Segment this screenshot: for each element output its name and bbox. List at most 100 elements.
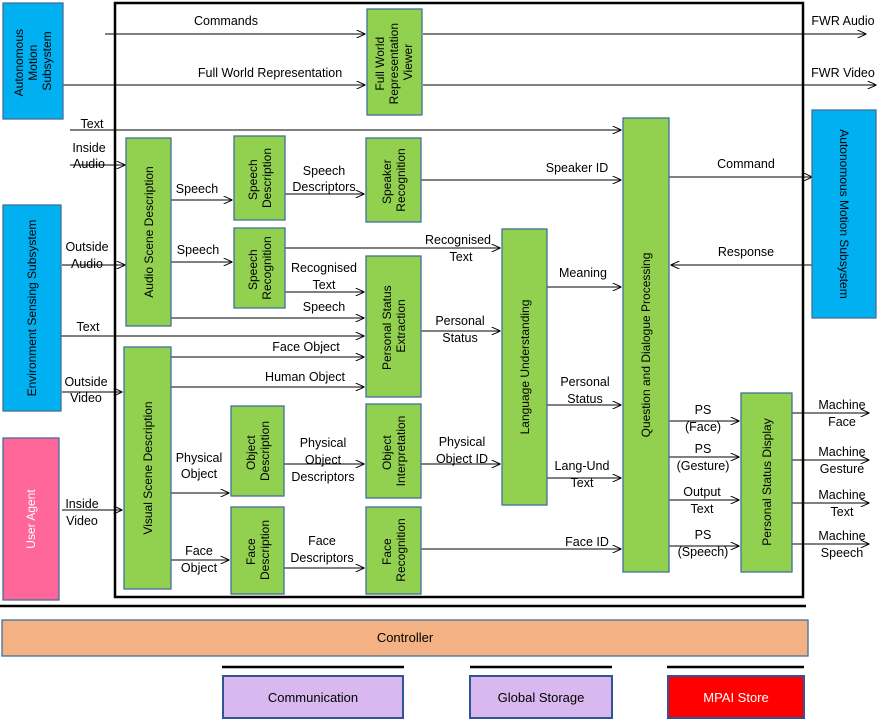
label-commands: Commands (194, 14, 258, 28)
svg-text:Personal Status Extracti: Personal Status Extraction (380, 282, 408, 370)
svg-text:Speaker Recognition: Speaker Recognition (380, 148, 408, 211)
global-storage: Global Storage (469, 675, 613, 719)
connectors (57, 34, 876, 568)
label-text-top: Text (81, 117, 104, 131)
label-speech-3: Speech (303, 300, 345, 314)
label-outside-video-1: Outside (64, 375, 107, 389)
label-full-world-rep: Full World Representation (198, 66, 342, 80)
environment-sensing-subsystem: Environment Sensing Subsystem (2, 204, 62, 412)
pse-line1: Personal Status (380, 285, 394, 370)
label-personal-status-1b: Status (442, 331, 477, 345)
personal-status-display: Personal Status Display (740, 392, 793, 573)
mpai-store: MPAI Store (667, 675, 805, 719)
object-description: Object Description (230, 405, 285, 497)
fwr-viewer-line1: Full World (373, 37, 387, 91)
label-machine-text-1: Machine (818, 488, 865, 502)
label-physical-object-id-1: Physical (439, 435, 486, 449)
svg-text:Speech Recognition: Speech Recognition (246, 236, 274, 299)
svg-text:Autonomous Motion: Autonomous Motion Subsystem (12, 26, 54, 97)
label-personal-status-2a: Personal (560, 375, 609, 389)
controller-label: Controller (377, 630, 434, 645)
fwr-viewer: Full World Representation Viewer (366, 8, 423, 116)
label-speech-1: Speech (176, 182, 218, 196)
autonomous-motion-subsystem-left: Autonomous Motion Subsystem (2, 2, 64, 120)
object-interpretation-line2: Interpretation (394, 416, 408, 487)
label-personal-status-1a: Personal (435, 314, 484, 328)
label-text-mid: Text (77, 320, 100, 334)
label-face-object-1: Face Object (272, 340, 340, 354)
qdp-label: Question and Dialogue Processing (639, 253, 653, 438)
face-recognition-line2: Recognition (394, 518, 408, 581)
label-output-text-2: Text (691, 502, 714, 516)
label-speaker-id: Speaker ID (546, 161, 609, 175)
label-physical-object-id-2: Object ID (436, 452, 488, 466)
fwr-viewer-line2: Representation (387, 23, 401, 104)
label-inside-audio-1: Inside (72, 141, 105, 155)
autonomous-motion-subsystem-right: Autonomous Motion Subsystem (811, 109, 877, 319)
speech-description: Speech Description (233, 135, 286, 221)
label-face-object-2a: Face (185, 544, 213, 558)
system-frame (113, 1, 805, 599)
label-lang-und-text-2: Text (571, 476, 594, 490)
svg-text:Object Description: Object Description (244, 421, 272, 481)
label-machine-gesture-1: Machine (818, 445, 865, 459)
svg-text:Face Recognition: Face Recognition (380, 518, 408, 581)
label-personal-status-2b: Status (567, 392, 602, 406)
psd-label: Personal Status Display (760, 418, 774, 545)
speech-recognition-line2: Recognition (260, 236, 274, 299)
label-machine-face-2: Face (828, 415, 856, 429)
user-agent: User Agent (2, 437, 60, 601)
label-pod-3: Descriptors (291, 470, 354, 484)
label-machine-text-2: Text (831, 505, 854, 519)
label-inside-audio-2: Audio (73, 157, 105, 171)
label-output-text-1: Output (683, 485, 721, 499)
label-recognised-text-2b: Text (313, 278, 336, 292)
label-lang-und-text-1: Lang-Und (555, 459, 610, 473)
label-inside-video-2: Video (66, 514, 98, 528)
label-machine-speech-1: Machine (818, 529, 865, 543)
autonomous-motion-left-line3: Subsystem (40, 31, 54, 90)
label-human-object: Human Object (265, 370, 345, 384)
label-outside-video-2: Video (70, 391, 102, 405)
visual-scene-label: Visual Scene Description (141, 401, 155, 534)
autonomous-motion-left-line2: Motion (26, 45, 40, 81)
object-interpretation: Object Interpretation (365, 403, 422, 499)
label-meaning: Meaning (559, 266, 607, 280)
controller: Controller (1, 619, 809, 657)
label-ps-face-2: (Face) (685, 420, 721, 434)
label-ps-gesture-1: PS (695, 442, 712, 456)
label-ps-face-1: PS (695, 403, 712, 417)
label-recognised-text-1b: Text (450, 250, 473, 264)
label-physical-object-1a: Physical (176, 451, 223, 465)
environment-sensing-label: Environment Sensing Subsystem (25, 220, 39, 397)
question-dialogue-processing: Question and Dialogue Processing (622, 117, 670, 573)
label-speech-descriptors-1: Speech (303, 164, 345, 178)
label-face-object-2b: Object (181, 561, 218, 575)
face-description: Face Description (230, 506, 285, 595)
autonomous-motion-right-label: Autonomous Motion Subsystem (837, 129, 851, 298)
svg-text:Object Interpretation: Object Interpretation (380, 416, 408, 487)
label-ps-speech-1: PS (695, 528, 712, 542)
visual-scene-description: Visual Scene Description (123, 346, 172, 590)
svg-text:Speech Description: Speech Description (246, 148, 274, 208)
label-recognised-text-2a: Recognised (291, 261, 357, 275)
face-recognition: Face Recognition (365, 506, 422, 595)
communication-label: Communication (268, 690, 358, 705)
language-understanding: Language Understanding (501, 228, 548, 506)
svg-text:Full World Representatio: Full World Representation Viewer (373, 20, 415, 105)
face-recognition-line1: Face (380, 538, 394, 565)
label-machine-face-1: Machine (818, 398, 865, 412)
label-recognised-text-1a: Recognised (425, 233, 491, 247)
pse-line2: Extraction (394, 299, 408, 352)
fwr-viewer-line3: Viewer (401, 44, 415, 80)
label-outside-audio-1: Outside (65, 240, 108, 254)
speaker-recognition-line2: Recognition (394, 148, 408, 211)
label-response: Response (718, 245, 774, 259)
mpai-store-label: MPAI Store (703, 690, 769, 705)
label-speech-2: Speech (177, 243, 219, 257)
speaker-recognition: Speaker Recognition (365, 137, 422, 223)
face-description-line1: Face (244, 538, 258, 565)
label-pod-2: Object (305, 453, 342, 467)
label-command: Command (717, 157, 775, 171)
global-storage-label: Global Storage (498, 690, 585, 705)
